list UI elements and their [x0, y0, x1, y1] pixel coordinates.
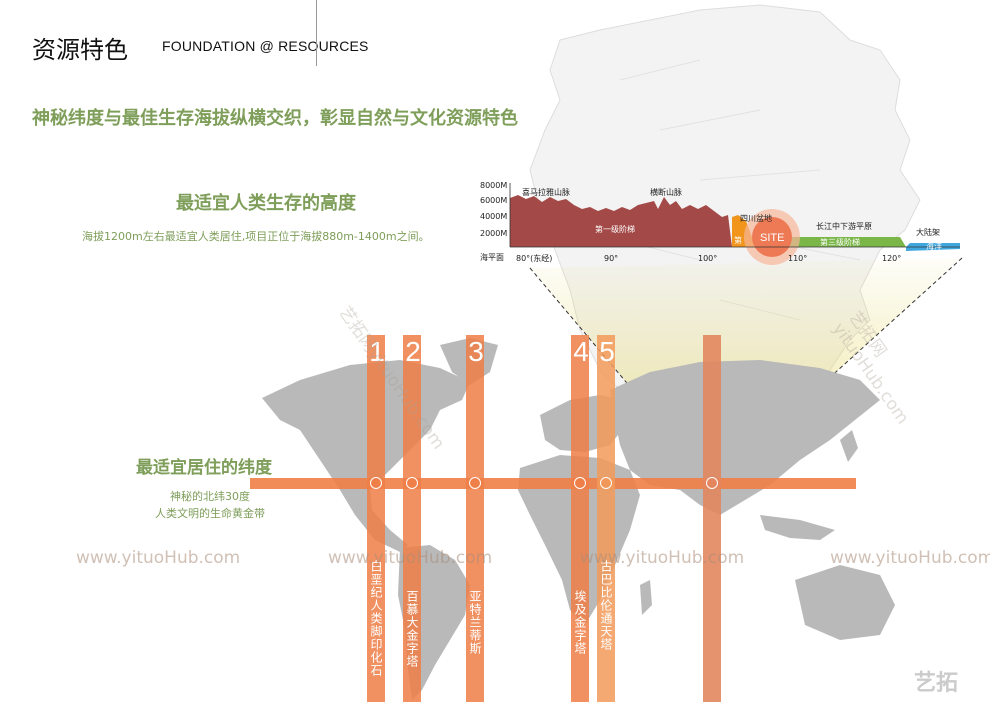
site-label: 古巴比伦通天塔: [599, 560, 613, 651]
site-column: [703, 335, 721, 702]
site-number: 3: [468, 336, 484, 367]
intersection-dot: [469, 477, 481, 489]
step2-label: 第: [734, 235, 742, 245]
site-column: [466, 335, 484, 702]
intersection-dot: [574, 477, 586, 489]
intersection-dot: [600, 477, 612, 489]
site-column: [403, 335, 421, 702]
x-tick-label: 110°: [788, 254, 807, 263]
watermark-url-2: www.yituoHub.com: [328, 548, 493, 568]
y-tick-label: 海平面: [480, 252, 504, 262]
mountain-label-hengduan: 横断山脉: [650, 187, 682, 197]
site-label: 亚特兰蒂斯: [468, 590, 482, 655]
site-label: 百慕大金字塔: [405, 590, 419, 668]
latitude-desc-line1: 神秘的北纬30度: [170, 490, 250, 503]
title-divider: [316, 0, 317, 66]
x-tick-label: 120°: [882, 254, 901, 263]
step1-label: 第一级阶梯: [595, 224, 635, 234]
site-number: 4: [573, 336, 589, 367]
page-title: 资源特色: [32, 36, 128, 64]
x-tick-label: 90°: [604, 254, 618, 263]
watermark-logo: 艺拓: [914, 671, 959, 696]
watermark-url-4: www.yituoHub.com: [830, 548, 990, 568]
watermark-url-3: www.yituoHub.com: [580, 548, 745, 568]
site-number: 2: [405, 336, 421, 367]
profile-step2: [732, 215, 776, 247]
altitude-description: 海拔1200m左右最适宜人类居住,项目正位于海拔880m-1400m之间。: [82, 230, 430, 243]
shelf-label: 海洋: [926, 241, 942, 251]
mountain-label-himalaya: 喜马拉雅山脉: [522, 187, 570, 197]
region-shelf: 大陆架: [916, 227, 940, 237]
site-column: [367, 335, 385, 702]
headline: 神秘纬度与最佳生存海拔纵横交织，彰显自然与文化资源特色: [32, 108, 518, 129]
profile-step3: [776, 237, 906, 247]
y-tick-label: 6000M: [480, 196, 507, 205]
profile-x-ticks: 80°(东经) 90° 100° 110° 120°: [516, 253, 901, 263]
site-number: 1: [369, 336, 385, 367]
site-label: 白垩纪人类脚印化石: [369, 560, 383, 677]
x-tick-label: 100°: [698, 254, 717, 263]
watermark-url-1: www.yituoHub.com: [76, 548, 241, 568]
page-subtitle-en: FOUNDATION @ RESOURCES: [162, 38, 369, 54]
latitude-desc-line2: 人类文明的生命黄金带: [155, 507, 265, 520]
intersection-dot: [370, 477, 382, 489]
x-tick-label: 80°(东经): [516, 253, 552, 263]
latitude-band: [250, 478, 856, 489]
site-column: [571, 335, 589, 702]
latitude-description: 神秘的北纬30度 人类文明的生命黄金带: [140, 488, 280, 522]
intersection-dot: [406, 477, 418, 489]
profile-y-ticks: 8000M 6000M 4000M 2000M 海平面: [480, 181, 507, 262]
profile-step1: [510, 195, 732, 247]
y-tick-label: 8000M: [480, 181, 507, 190]
site-label: 埃及金字塔: [573, 590, 587, 655]
y-tick-label: 2000M: [480, 229, 507, 238]
elevation-profile: 8000M 6000M 4000M 2000M 海平面 80°(东经) 90° 100° 11…: [480, 181, 960, 265]
region-sichuan: 四川盆地: [740, 213, 772, 223]
y-tick-label: 4000M: [480, 212, 507, 221]
step3-label: 第三级阶梯: [820, 237, 860, 247]
intersection-dot: [706, 477, 718, 489]
region-yangtze: 长江中下游平原: [816, 221, 872, 231]
altitude-heading: 最适宜人类生存的高度: [176, 193, 356, 214]
site-number: 5: [599, 336, 615, 367]
site-label: SITE: [760, 232, 784, 244]
site-column: [597, 335, 615, 702]
latitude-heading: 最适宜居住的纬度: [136, 458, 272, 478]
